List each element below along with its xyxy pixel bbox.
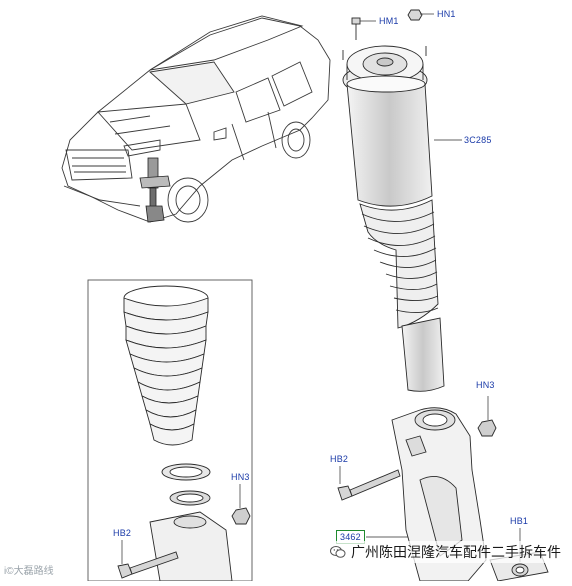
watermark-text: 广州陈田涅隆汽车配件二手拆车件: [351, 545, 561, 561]
watermark-banner: 广州陈田涅隆汽车配件二手拆车件: [326, 541, 565, 563]
air-spring-bellows: [359, 199, 439, 329]
nut-hn3: [477, 419, 497, 437]
watermark-left: i©大磊路线: [4, 566, 54, 577]
inset-nut-hn3: [231, 507, 251, 525]
bolt-hb1: [511, 563, 529, 577]
knuckle-assembly: [391, 407, 549, 582]
inset-lower-ring: [169, 490, 211, 506]
inset-leader-lines: [121, 484, 241, 564]
damper-tube: [401, 317, 445, 392]
callout-hb2: HB2: [330, 454, 349, 464]
callout-inset-hb2: HB2: [113, 528, 132, 538]
callout-hn3: HN3: [476, 380, 495, 390]
callout-3c285: 3C285: [464, 135, 492, 145]
callout-hb1: HB1: [510, 516, 529, 526]
callout-hn1: HN1: [437, 9, 456, 19]
callout-hm1: HM1: [379, 16, 399, 26]
air-spring-body: [346, 75, 433, 207]
strut-location-highlight: [139, 157, 171, 223]
inset-bellows: [123, 285, 209, 446]
inset-bolt-hb2: [117, 551, 179, 579]
inset-seat-ring: [161, 463, 211, 481]
bolt-hb2: [337, 469, 401, 501]
wechat-icon: [330, 546, 346, 558]
vehicle-illustration: [61, 15, 331, 223]
inset-knuckle: [149, 511, 233, 582]
callout-inset-hn3: HN3: [231, 472, 250, 482]
